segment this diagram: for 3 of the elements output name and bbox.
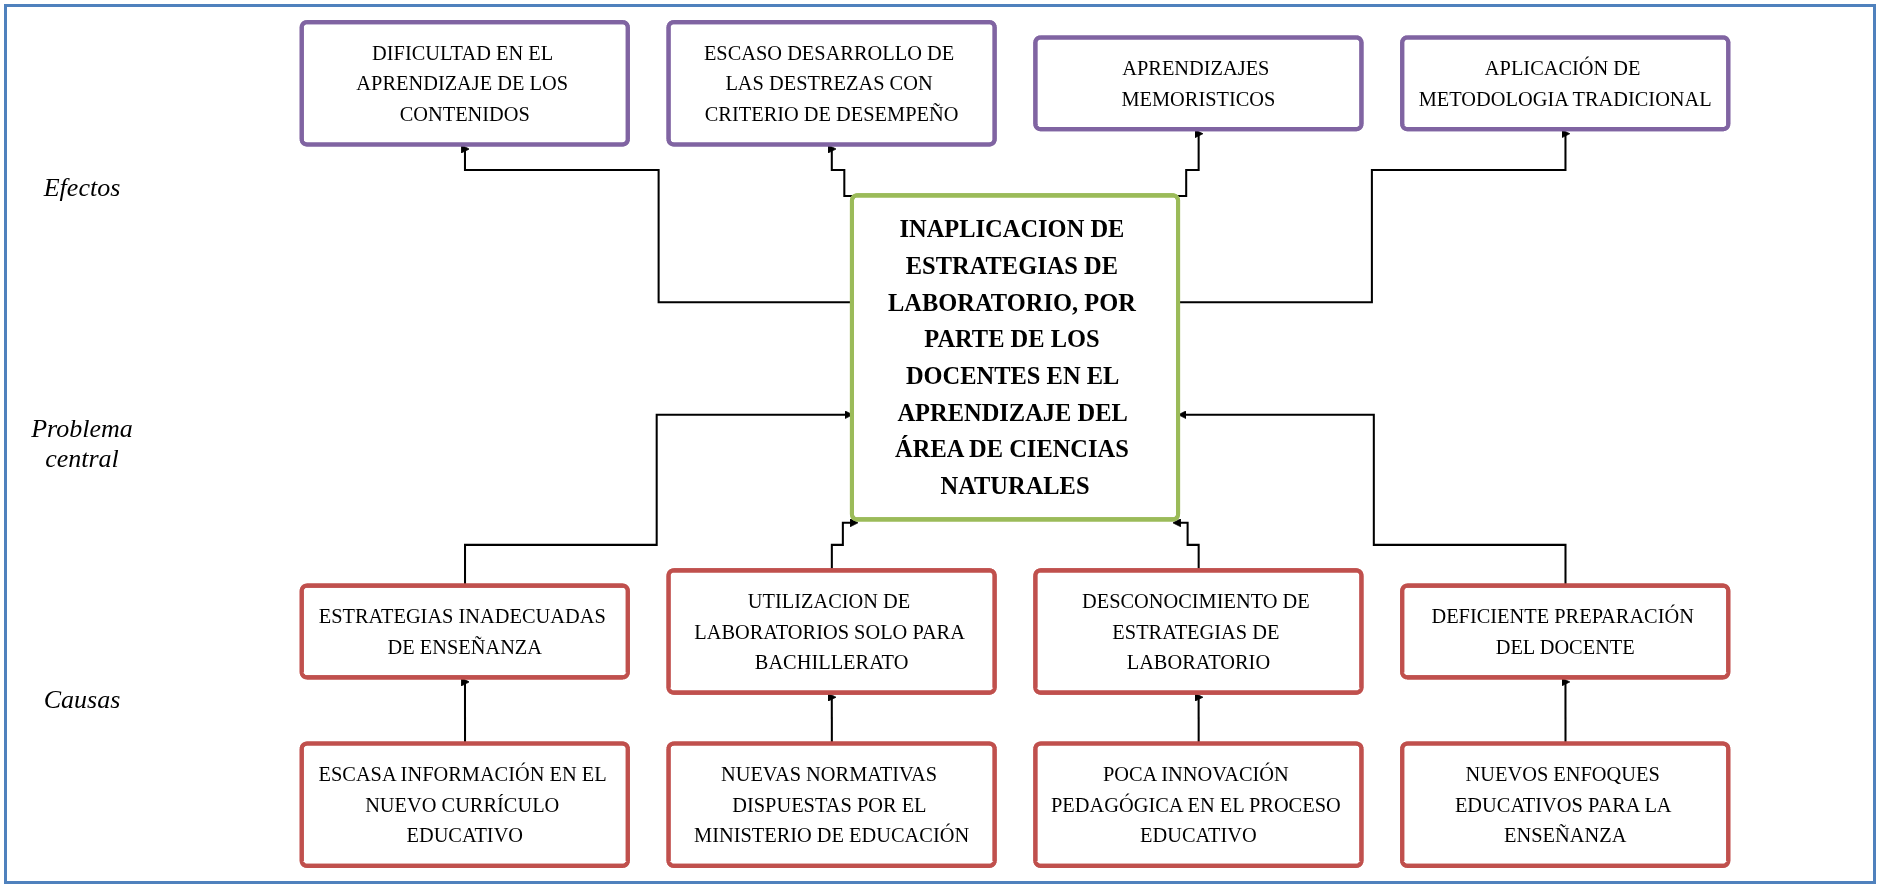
row-label: Causas: [42, 685, 122, 716]
row-label: Problema central: [30, 414, 134, 474]
row-label: Efectos: [42, 172, 122, 203]
